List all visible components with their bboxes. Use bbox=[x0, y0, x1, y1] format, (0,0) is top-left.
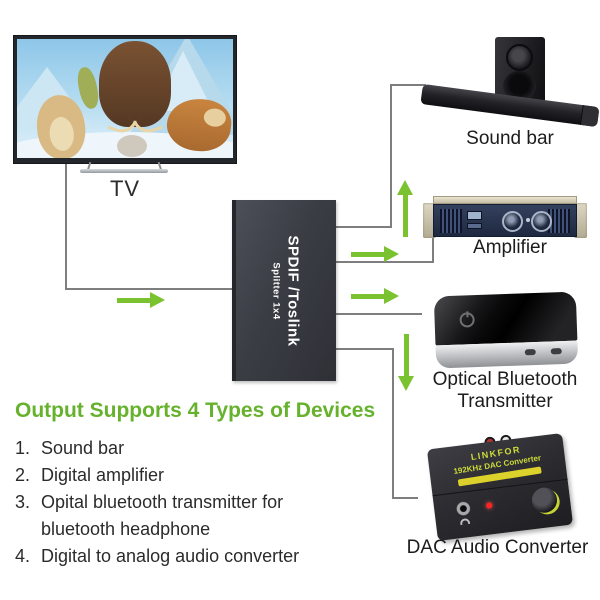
arrow-right-icon bbox=[351, 246, 399, 262]
wire-out2-v bbox=[432, 231, 434, 263]
dac-converter-label: DAC Audio Converter bbox=[406, 537, 589, 558]
tv-screen-image bbox=[17, 39, 233, 158]
list-item: 3. Opital bluetooth transmitter for blue… bbox=[15, 492, 284, 539]
list-item: 1. Sound bar bbox=[15, 438, 125, 458]
list-item: 2. Digital amplifier bbox=[15, 465, 165, 485]
subwoofer bbox=[495, 37, 545, 103]
wire-out4-h bbox=[336, 348, 394, 350]
arrow-right-icon bbox=[117, 292, 165, 308]
wire-tv-horizontal bbox=[65, 288, 234, 290]
vent-grille bbox=[440, 209, 462, 233]
volume-knob bbox=[502, 211, 523, 232]
wire-out1-v bbox=[390, 84, 392, 228]
wire-out1-h bbox=[336, 226, 392, 228]
rack-ear bbox=[423, 203, 436, 238]
sound-bar-label: Sound bar bbox=[466, 128, 554, 149]
wire-out4-v bbox=[392, 348, 394, 499]
arrow-down-icon bbox=[398, 334, 414, 391]
bluetooth-transmitter-device bbox=[433, 291, 579, 369]
wire-out1-to-soundbar bbox=[390, 84, 426, 86]
rack-ear bbox=[574, 203, 587, 238]
front-buttons bbox=[467, 223, 482, 229]
display-panel bbox=[467, 211, 482, 220]
spdif-splitter: SPDIF /Toslink Splitter 1x4 bbox=[232, 200, 336, 381]
splitter-title: SPDIF /Toslink bbox=[284, 235, 302, 346]
vent-grille bbox=[548, 209, 570, 233]
wire-tv-vertical bbox=[65, 164, 67, 290]
tv-stand bbox=[80, 169, 168, 173]
possum-character bbox=[117, 135, 147, 157]
wire-out4-to-dac bbox=[392, 497, 418, 499]
list-item: 4. Digital to analog audio converter bbox=[15, 546, 300, 566]
side-button bbox=[550, 348, 562, 355]
bluetooth-transmitter-label: Optical Bluetooth Transmitter bbox=[432, 369, 578, 412]
arrow-right-icon bbox=[351, 288, 399, 304]
splitter-subtitle: Splitter 1x4 bbox=[270, 261, 282, 320]
amplifier-label: Amplifier bbox=[473, 237, 547, 258]
notes-heading: Output Supports 4 Types of Devices bbox=[15, 399, 376, 422]
amplifier-device bbox=[423, 196, 587, 238]
output-notes: Output Supports 4 Types of Devices 1. So… bbox=[15, 399, 395, 570]
arrow-up-icon bbox=[397, 180, 413, 237]
mammoth-character bbox=[99, 41, 171, 137]
headphone-icon bbox=[459, 517, 471, 526]
tv-label: TV bbox=[109, 176, 141, 201]
dac-converter-device: LINKFOR 192KHz DAC Converter bbox=[426, 433, 574, 541]
wire-out2-h bbox=[336, 261, 434, 263]
volume-knob bbox=[531, 211, 552, 232]
tv bbox=[13, 35, 237, 164]
speaker-cone-icon bbox=[506, 44, 533, 71]
wire-out3-h bbox=[336, 313, 422, 315]
side-button bbox=[524, 348, 536, 356]
